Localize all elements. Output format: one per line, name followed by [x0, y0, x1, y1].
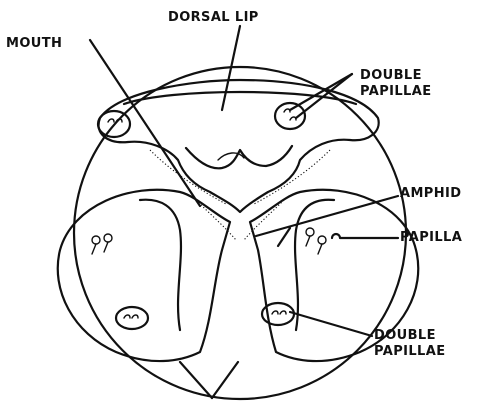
label-dorsal-lip: DORSAL LIP	[168, 10, 259, 25]
leader-double-papillae-top-a	[290, 74, 352, 110]
label-double-papillae-bottom-2: PAPILLAE	[374, 344, 445, 359]
leader-bottom-b	[212, 362, 238, 398]
label-double-papillae-top-2: PAPILLAE	[360, 84, 431, 99]
leader-amphid	[256, 196, 398, 236]
head-outline	[74, 67, 406, 399]
dorsal-lip-notch	[186, 146, 292, 168]
top-right-double-papillae	[275, 103, 305, 129]
label-double-papillae-bottom-1: DOUBLE	[374, 328, 436, 343]
label-papilla: PAPILLA	[400, 230, 462, 245]
left-subventral-lip	[58, 190, 230, 361]
label-amphid: AMPHID	[400, 186, 461, 201]
left-papillae-pair	[92, 234, 112, 254]
top-left-papillae-marks	[108, 119, 122, 122]
amphid-slit	[278, 228, 290, 246]
left-lip-inner	[140, 200, 181, 330]
leader-mouth	[90, 40, 200, 206]
mouth-hatch-left	[196, 200, 236, 240]
bottom-right-papillae-marks	[272, 311, 286, 314]
dorsal-lip-notch-curve	[218, 153, 244, 160]
bottom-left-papillae-marks	[124, 315, 138, 318]
label-double-papillae-top-1: DOUBLE	[360, 68, 422, 83]
right-papillae-pair	[306, 228, 326, 254]
leader-double-papillae-bottom	[290, 312, 372, 336]
label-mouth: MOUTH	[6, 36, 62, 51]
leader-papilla	[332, 234, 398, 238]
